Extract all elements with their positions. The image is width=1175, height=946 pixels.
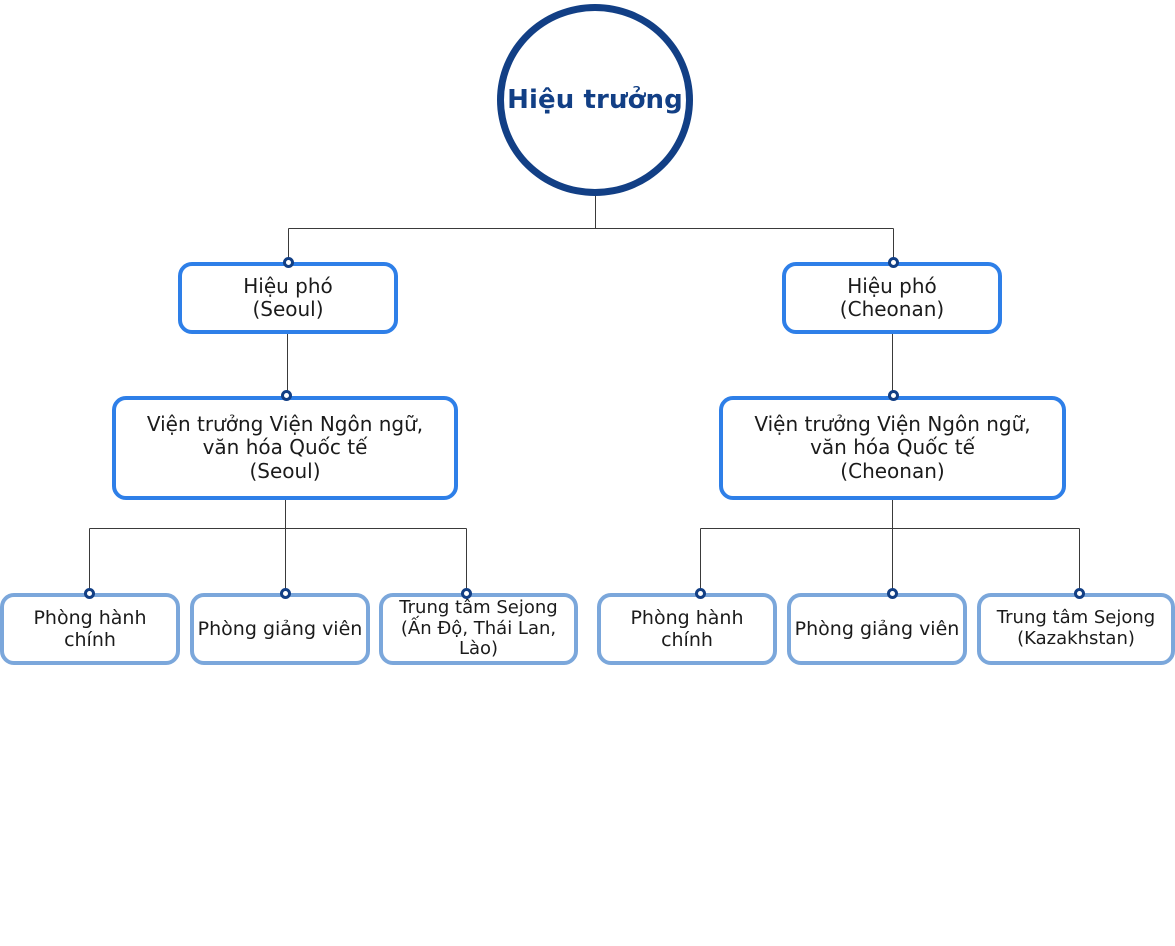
connector-dot-unit-seoul-lecturers	[280, 588, 291, 599]
connector-dot-unit-cheonan-administration	[695, 588, 706, 599]
node-director-cheonan[interactable]: Viện trưởng Viện Ngôn ngữ, văn hóa Quốc …	[719, 396, 1066, 500]
connector-dot-deputy-cheonan	[888, 257, 899, 268]
node-unit-seoul-administration-label: Phòng hành chính	[33, 606, 147, 651]
node-principal[interactable]: Hiệu trưởng	[497, 4, 693, 196]
node-unit-seoul-sejong-center-label: Trung tâm Sejong (Ấn Độ, Thái Lan, Lào)	[399, 596, 558, 660]
node-unit-cheonan-sejong-center[interactable]: Trung tâm Sejong (Kazakhstan)	[977, 593, 1175, 665]
node-unit-cheonan-sejong-center-label: Trung tâm Sejong (Kazakhstan)	[996, 607, 1156, 649]
node-unit-seoul-sejong-center[interactable]: Trung tâm Sejong (Ấn Độ, Thái Lan, Lào)	[379, 593, 578, 665]
node-director-seoul[interactable]: Viện trưởng Viện Ngôn ngữ, văn hóa Quốc …	[112, 396, 458, 500]
node-unit-seoul-lecturers-label: Phòng giảng viên	[197, 617, 363, 640]
connector-dot-unit-cheonan-sejong-center	[1074, 588, 1085, 599]
node-deputy-seoul-label: Hiệu phó (Seoul)	[243, 273, 333, 321]
node-deputy-cheonan-label: Hiệu phó (Cheonan)	[839, 273, 945, 321]
connector-dot-director-cheonan	[888, 390, 899, 401]
connector-dot-deputy-seoul	[283, 257, 294, 268]
node-deputy-seoul[interactable]: Hiệu phó (Seoul)	[178, 262, 398, 334]
node-unit-cheonan-lecturers-label: Phòng giảng viên	[794, 617, 960, 640]
node-unit-cheonan-administration[interactable]: Phòng hành chính	[597, 593, 777, 665]
node-unit-seoul-administration[interactable]: Phòng hành chính	[0, 593, 180, 665]
node-unit-cheonan-administration-label: Phòng hành chính	[630, 606, 744, 651]
connector-dot-director-seoul	[281, 390, 292, 401]
node-director-seoul-label: Viện trưởng Viện Ngôn ngữ, văn hóa Quốc …	[146, 412, 424, 483]
node-unit-seoul-lecturers[interactable]: Phòng giảng viên	[190, 593, 370, 665]
connector-dot-unit-cheonan-lecturers	[887, 588, 898, 599]
node-director-cheonan-label: Viện trưởng Viện Ngôn ngữ, văn hóa Quốc …	[754, 412, 1031, 483]
node-unit-cheonan-lecturers[interactable]: Phòng giảng viên	[787, 593, 967, 665]
connector-dot-unit-seoul-administration	[84, 588, 95, 599]
node-deputy-cheonan[interactable]: Hiệu phó (Cheonan)	[782, 262, 1002, 334]
node-principal-label: Hiệu trưởng	[507, 84, 683, 115]
connector-dot-unit-seoul-sejong-center	[461, 588, 472, 599]
